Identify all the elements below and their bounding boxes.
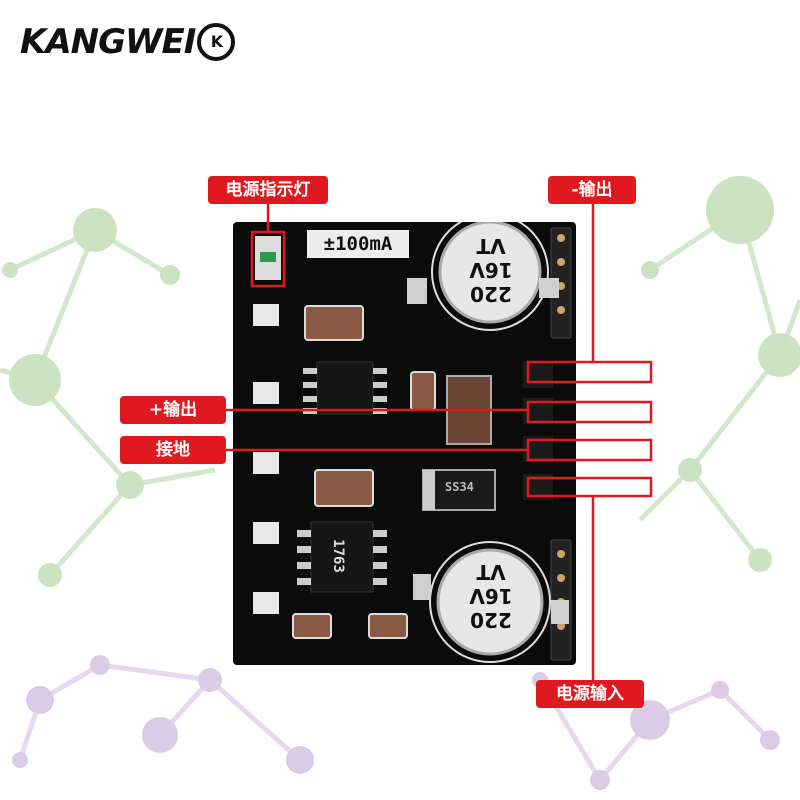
diode-marking: SS34 <box>445 480 474 494</box>
pcb-board: ±100mA VT 16V 220 VT 16V 220 1763 SS34 <box>233 213 576 665</box>
pcb-components <box>253 213 572 663</box>
brand-logo: KANGWEI K <box>20 22 236 62</box>
callout-pos-output: +输出 <box>120 396 226 424</box>
capacitor-bottom-marking-2: 16V <box>469 584 513 608</box>
brand-name: KANGWEI <box>20 22 196 62</box>
capacitor-bottom-marking-3: 220 <box>470 608 512 632</box>
capacitor-top-marking-3: 220 <box>470 282 512 306</box>
callout-neg-output: -输出 <box>548 176 636 204</box>
brand-mark-icon: K <box>197 23 236 61</box>
callout-power-input: 电源输入 <box>536 680 644 708</box>
current-rating-label: ±100mA <box>307 230 409 258</box>
callout-power-indicator: 电源指示灯 <box>208 176 328 204</box>
regulator-ic-marking: 1763 <box>329 539 346 573</box>
capacitor-top-marking-2: 16V <box>469 258 513 282</box>
capacitor-top-marking-1: VT <box>476 234 506 258</box>
capacitor-bottom-marking-1: VT <box>476 560 506 584</box>
callout-ground: 接地 <box>120 436 226 464</box>
